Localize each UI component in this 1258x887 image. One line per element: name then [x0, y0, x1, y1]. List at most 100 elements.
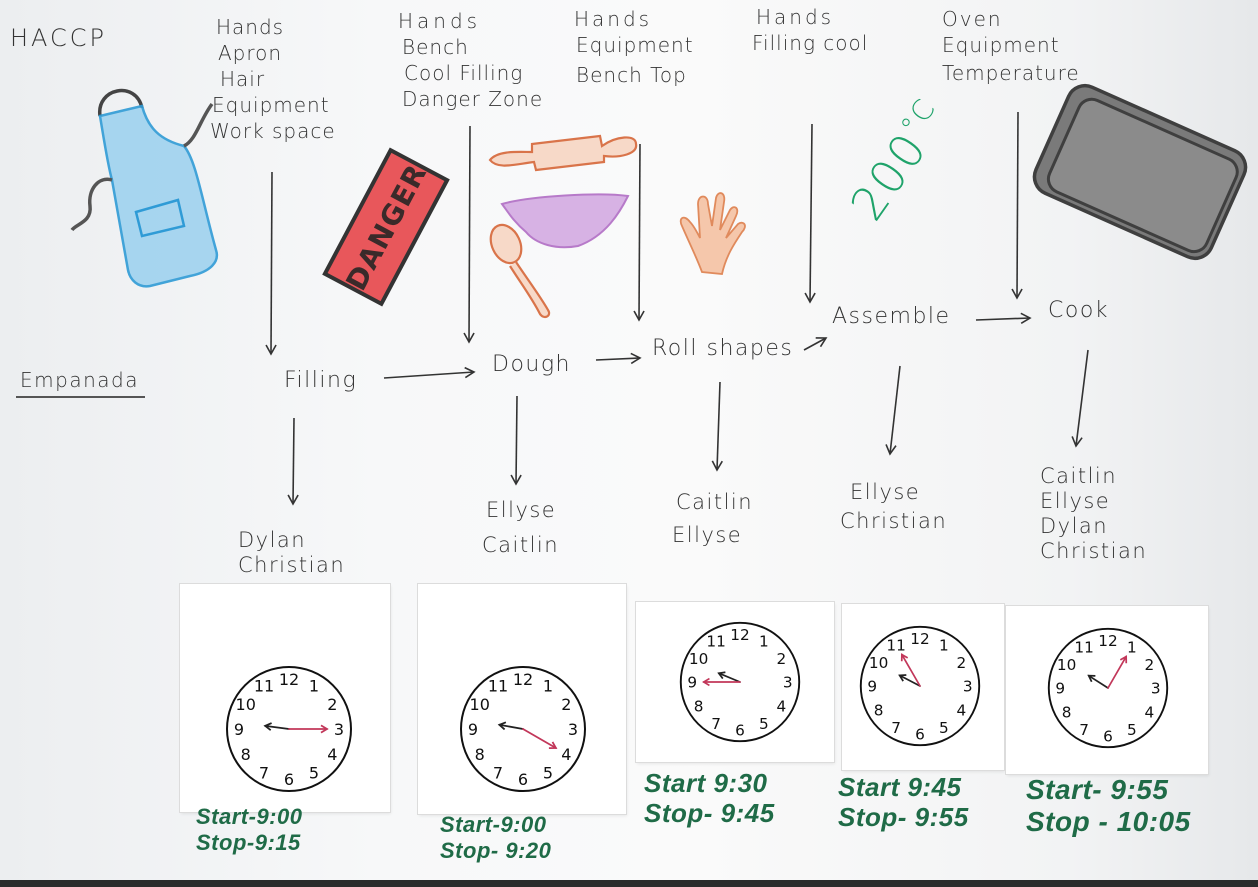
step-dough: Dough — [492, 352, 571, 377]
svg-text:12: 12 — [730, 626, 749, 644]
baking-tray-icon — [1032, 83, 1248, 261]
svg-text:1: 1 — [1127, 638, 1137, 656]
hand-icon — [679, 192, 746, 275]
svg-text:2: 2 — [777, 650, 787, 668]
svg-text:9: 9 — [234, 720, 244, 739]
staff-name: Christian — [1040, 539, 1148, 563]
apron-icon — [70, 88, 219, 288]
stop-time: Stop - 10:05 — [1026, 806, 1191, 837]
hazards-dough: Hands Bench Cool Filling Danger Zone — [398, 8, 543, 112]
rolling-pin-icon — [488, 134, 638, 172]
svg-text:6: 6 — [735, 721, 745, 739]
svg-text:3: 3 — [963, 678, 973, 696]
svg-text:11: 11 — [886, 636, 905, 654]
staff-name: Ellyse — [486, 498, 557, 522]
hazards-cook: Oven Equipment Temperature — [942, 6, 1080, 86]
svg-text:2: 2 — [327, 695, 337, 714]
hazards-assemble: Hands Filling cool — [752, 4, 868, 56]
svg-text:7: 7 — [493, 763, 503, 782]
staff-name: Dylan — [1040, 514, 1109, 538]
spoon-icon — [489, 223, 551, 319]
staff-name: Caitlin — [676, 490, 754, 514]
hazard-item: Hands — [756, 5, 835, 29]
stop-time: Stop- 9:45 — [644, 798, 775, 828]
hazard-item: Hair — [220, 67, 266, 91]
staff-filling: Dylan Christian — [238, 528, 345, 578]
svg-text:11: 11 — [706, 632, 725, 650]
svg-text:7: 7 — [1079, 721, 1089, 739]
svg-text:6: 6 — [1103, 727, 1113, 745]
start-time: Start-9:00 — [440, 812, 547, 837]
staff-name: Ellyse — [672, 523, 743, 547]
step-cook: Cook — [1048, 298, 1110, 323]
svg-text:12: 12 — [279, 670, 299, 689]
times-roll-shapes: Start 9:30 Stop- 9:45 — [644, 768, 775, 828]
hazard-item: Equipment — [212, 93, 330, 117]
svg-text:9: 9 — [468, 720, 478, 739]
svg-text:3: 3 — [334, 720, 344, 739]
svg-text:7: 7 — [259, 763, 269, 782]
svg-text:5: 5 — [759, 715, 769, 733]
svg-text:1: 1 — [939, 636, 949, 654]
staff-cook: Caitlin Ellyse Dylan Christian — [1040, 464, 1147, 564]
svg-text:5: 5 — [543, 763, 553, 782]
hazard-item: Oven — [942, 7, 1003, 31]
times-dough: Start-9:00 Stop- 9:20 — [440, 812, 551, 864]
staff-roll-shapes: Caitlin Ellyse — [672, 490, 753, 548]
stop-time: Stop- 9:55 — [838, 802, 969, 832]
scan-edge — [0, 880, 1258, 887]
hazard-item: Equipment — [576, 33, 694, 57]
hazard-item: Bench — [402, 35, 469, 59]
svg-text:1: 1 — [543, 677, 553, 696]
staff-name: Caitlin — [1040, 464, 1118, 488]
staff-name: Dylan — [238, 528, 307, 552]
svg-text:11: 11 — [1074, 638, 1093, 656]
start-time: Start- 9:55 — [1026, 774, 1169, 805]
product-name: Empanada — [16, 368, 145, 398]
svg-text:2: 2 — [1145, 656, 1155, 674]
svg-text:8: 8 — [694, 698, 704, 716]
hazard-item: Apron — [218, 41, 283, 65]
staff-name: Caitlin — [482, 533, 560, 557]
hazard-item: Filling cool — [752, 31, 869, 55]
svg-text:7: 7 — [891, 719, 901, 737]
hazard-item: Hands — [398, 9, 482, 33]
step-filling: Filling — [284, 368, 358, 393]
hazard-arrows — [265, 111, 1023, 356]
page-title: HACCP — [10, 24, 108, 52]
svg-text:9: 9 — [687, 674, 697, 692]
start-time: Start 9:30 — [644, 768, 768, 798]
times-assemble: Start 9:45 Stop- 9:55 — [838, 772, 969, 832]
svg-text:4: 4 — [561, 745, 571, 764]
hazard-item: Hands — [216, 15, 285, 39]
start-time: Start-9:00 — [196, 804, 303, 829]
svg-text:8: 8 — [241, 745, 251, 764]
bowl-icon — [500, 193, 630, 249]
hazard-item: Equipment — [942, 33, 1060, 57]
staff-arrows — [287, 349, 1089, 506]
staff-dough: Ellyse Caitlin — [482, 498, 559, 558]
times-filling: Start-9:00 Stop-9:15 — [196, 804, 302, 856]
hazards-filling: Hands Apron Hair Equipment Work space — [210, 14, 336, 144]
svg-text:8: 8 — [1062, 704, 1072, 722]
hazard-item: Hands — [574, 7, 653, 31]
svg-text:10: 10 — [689, 650, 708, 668]
staff-name: Ellyse — [1040, 489, 1111, 513]
staff-assemble: Ellyse Christian — [840, 480, 947, 534]
staff-name: Ellyse — [850, 480, 921, 504]
hazard-item: Cool Filling — [404, 61, 524, 85]
svg-text:7: 7 — [711, 715, 721, 733]
svg-text:8: 8 — [475, 745, 485, 764]
svg-text:9: 9 — [1055, 680, 1065, 698]
svg-text:4: 4 — [1145, 704, 1155, 722]
svg-text:10: 10 — [1057, 656, 1076, 674]
svg-text:6: 6 — [915, 725, 925, 743]
